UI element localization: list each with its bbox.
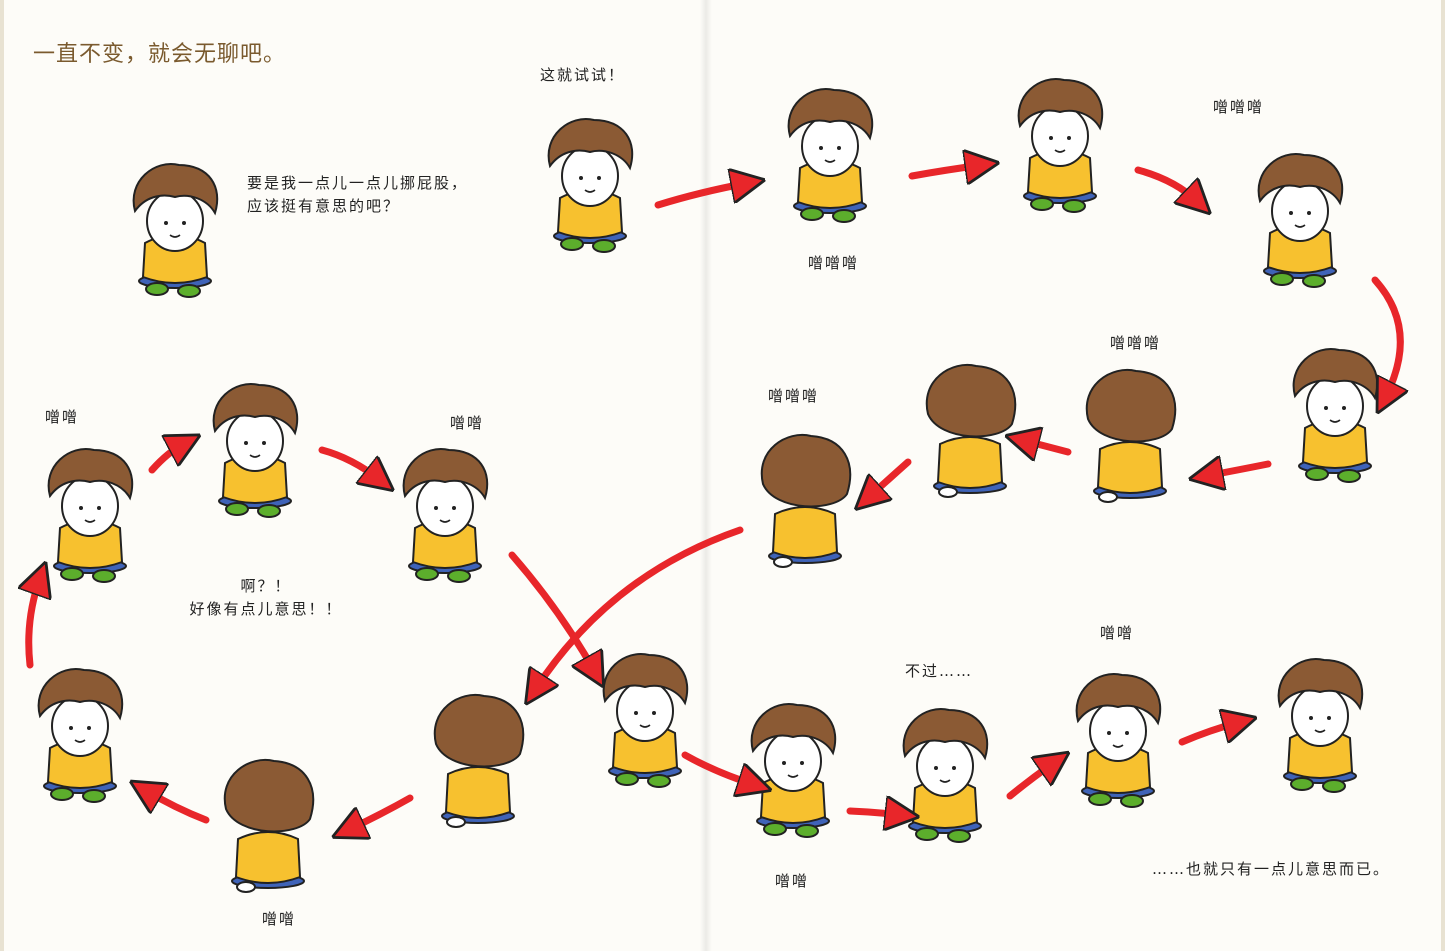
kid-side-1 <box>1292 348 1379 483</box>
sound-scoot-9: 噌噌 <box>262 910 297 928</box>
kid-ring-left <box>47 448 134 583</box>
sound-scoot-1: 噌噌噌 <box>808 254 860 272</box>
sound-scoot-2: 噌噌噌 <box>1213 98 1265 116</box>
kid-ring-bottom-right <box>433 693 525 828</box>
arrow <box>908 165 982 176</box>
speech-exclaim: 啊？！ 好像有点儿意思！！ <box>186 575 346 622</box>
speech-try-it: 这就试试！ <box>540 66 626 84</box>
kid-ring-bottom <box>223 758 315 893</box>
kid-try-4 <box>1257 153 1344 288</box>
arrow <box>846 811 902 815</box>
arrow <box>508 551 595 672</box>
arrow <box>1022 440 1072 452</box>
page-heading: 一直不变，就会无聊吧。 <box>33 42 287 67</box>
speech-exclaim-line1: 啊？！ <box>240 577 292 595</box>
kid-side-2 <box>760 433 852 568</box>
speech-idea-line2: 应该挺有意思的吧？ <box>247 197 401 216</box>
arrow <box>348 794 414 830</box>
kid-centre <box>602 653 689 788</box>
kid-ring-right <box>402 448 489 583</box>
kid-row-3 <box>1075 673 1162 808</box>
speech-idea-line1: 要是我一点儿一点儿挪屁股， <box>247 174 469 192</box>
kid-try-2 <box>787 88 874 223</box>
arrow <box>148 443 185 474</box>
kid-sprawled <box>1277 658 1364 793</box>
sound-scoot-4: 噌噌噌 <box>768 387 820 405</box>
sound-scoot-3: 噌噌噌 <box>1110 334 1162 352</box>
arrow <box>868 458 912 498</box>
narration-ending: ……也就只有一点儿意思而已。 <box>1152 860 1391 878</box>
arrow <box>145 790 210 824</box>
arrow <box>29 578 40 669</box>
arrow <box>535 526 744 690</box>
arrow <box>681 751 755 785</box>
page-edge-right <box>1441 0 1445 951</box>
sound-scoot-5: 噌噌 <box>45 408 80 426</box>
kid-try-1 <box>547 118 634 253</box>
arrow <box>1178 722 1240 746</box>
speech-however: 不过…… <box>905 662 974 680</box>
speech-idea: 要是我一点儿一点儿挪屁股， 应该挺有意思的吧？ <box>247 172 468 219</box>
speech-exclaim-line2: 好像有点儿意思！！ <box>189 600 343 619</box>
kid-row-1 <box>750 703 837 838</box>
sound-scoot-6: 噌噌 <box>450 414 485 432</box>
kid-try-3 <box>1017 78 1104 213</box>
arrow <box>1006 762 1055 800</box>
book-gutter <box>700 0 712 951</box>
kid-row-2 <box>902 708 989 843</box>
arrow <box>1206 464 1272 476</box>
sound-scoot-7: 噌噌 <box>1100 624 1135 642</box>
arrow <box>1371 276 1400 398</box>
kid-back-1 <box>1085 368 1177 503</box>
kid-ring-top <box>212 383 299 518</box>
arrow <box>1134 166 1198 202</box>
kid-thinking <box>132 163 219 298</box>
arrow <box>318 446 380 480</box>
arrow <box>654 183 748 209</box>
sound-scoot-8: 噌噌 <box>775 872 810 890</box>
kid-back-2 <box>925 363 1017 498</box>
page-edge-left <box>0 0 4 951</box>
kid-ring-bottom-left <box>37 668 124 803</box>
